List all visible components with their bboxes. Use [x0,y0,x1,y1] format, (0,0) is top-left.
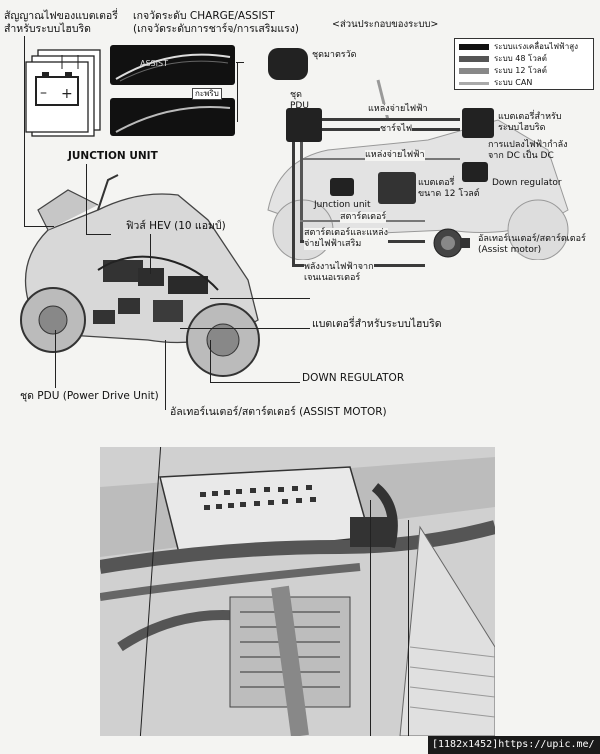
pdu-icon [286,108,322,142]
legend: ระบบแรงเคลื่อนไฟฟ้าสูง ระบบ 48 โวลต์ ระบ… [454,38,594,90]
battery-indicator-label: สัญญาณไฟของแบตเตอรี่ สำหรับระบบไฮบริด [4,10,118,35]
gauge-pulse-tag: กะพริบ [192,88,222,100]
assist-motor-label: อัลเทอร์เนเตอร์/สตาร์ตเตอร์ (ASSIST MOTO… [170,406,387,418]
system-supply-label: แหล่งจ่ายไฟฟ้า [368,104,428,115]
legend-row-high-voltage: ระบบแรงเคลื่อนไฟฟ้าสูง [459,41,589,53]
system-pdu-label: ชุด PDU [290,90,309,111]
scooter-illustration [20,174,260,377]
battery-12v-icon [378,172,416,204]
legend-row-48v: ระบบ 48 โวลต์ [459,53,589,65]
svg-text:+: + [61,86,73,102]
hybrid-battery-label: แบตเตอรี่สำหรับระบบไฮบริด [312,318,442,330]
meter-icon [268,48,308,80]
legend-row-can: ระบบ CAN [459,77,589,89]
system-hybrid-battery-label: แบตเตอรี่สำหรับ ระบบไฮบริด [498,112,562,133]
system-starter-label: สตาร์ตเตอร์ [340,212,387,223]
junction-unit-label: JUNCTION UNIT [68,150,158,162]
footer-watermark: [1182x1452]https://upic.me/ [428,736,600,754]
legend-row-12v: ระบบ 12 โวลต์ [459,65,589,77]
system-dc-convert-label: การแปลงไฟฟ้ากำลัง จาก DC เป็น DC [488,140,568,161]
charge-assist-gauge-label: เกจวัดระดับ CHARGE/ASSIST (เกจวัดระดับกา… [133,10,300,35]
system-battery12-label: แบตเตอรี่ ขนาด 12 โวลต์ [418,178,480,199]
system-junction-label: Junction unit [314,200,371,210]
hev-fuse-label: ฟิวส์ HEV (10 แอมป์) [126,220,226,232]
system-down-regulator-label: Down regulator [492,178,562,188]
gauge-pulse-panel [110,98,235,136]
system-title: <ส่วนประกอบของระบบ> [332,19,439,30]
system-charge-label: ชาร์จไฟ [380,124,413,135]
assist-motor-icon [433,228,470,258]
system-motor-label: อัลเทอร์เนเตอร์/สตาร์ตเตอร์ (Assist moto… [478,234,586,255]
system-meter-label: ชุดมาตรวัด [312,50,357,60]
pdu-label: ชุด PDU (Power Drive Unit) [20,390,159,402]
battery-warning-icon: – + [25,49,101,137]
svg-text:–: – [40,85,47,101]
system-starter-assist-label: สตาร์ตเตอร์และแหล่ง จ่ายไฟฟ้าเสริม [304,228,389,250]
closeup-illustration [100,447,495,736]
junction-unit-icon [330,178,354,196]
system-supply2-label: แหล่งจ่ายไฟฟ้า [365,150,425,161]
system-generator-label: พลังงานไฟฟ้าจาก เจนเนอเรเตอร์ [304,262,374,284]
gauge-charge-panel: ASSIST [110,45,235,85]
down-regulator-icon [462,162,488,182]
hybrid-battery-icon [462,108,494,138]
down-regulator-label: DOWN REGULATOR [302,372,405,384]
